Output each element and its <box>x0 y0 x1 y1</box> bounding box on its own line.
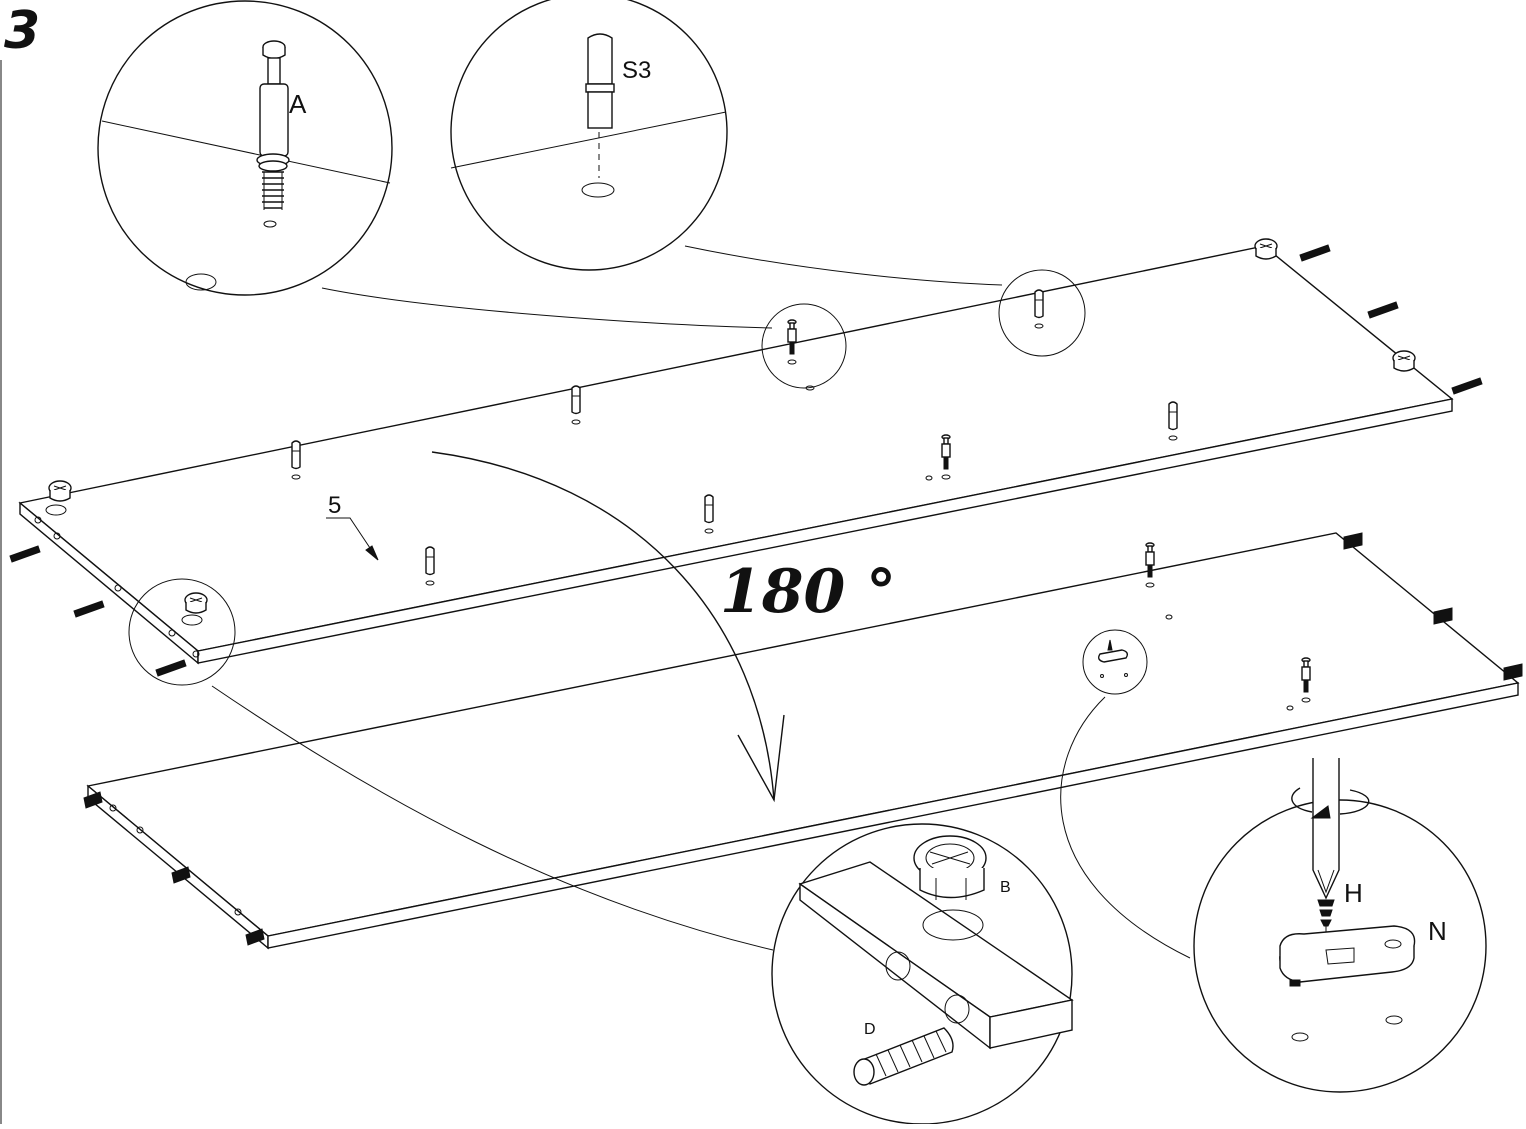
detail-ring-cam-bolt <box>761 303 847 389</box>
leader-cam-lock <box>211 685 774 951</box>
label-b: B <box>1000 879 1011 896</box>
leader-cam-bolt <box>321 287 773 329</box>
label-h: H <box>1344 878 1363 908</box>
step-number: 3 <box>4 1 40 61</box>
detail-ring-shelf-pin <box>998 269 1086 357</box>
leader-shelf-pin <box>684 245 1003 286</box>
panel-leader-arrow <box>365 545 379 561</box>
bracket-small <box>1097 639 1129 678</box>
panel-number-label: 5 <box>328 492 341 519</box>
callout-shelf-pin: S3 <box>450 0 728 271</box>
label-a: A <box>289 89 307 119</box>
leader-bracket <box>1060 696 1191 959</box>
rotation-arrow <box>431 451 785 803</box>
detail-ring-bracket <box>1082 629 1148 695</box>
label-n: N <box>1428 916 1447 946</box>
callout-cam-bolt: A <box>97 0 393 296</box>
callout-cam-lock: B D <box>771 823 1074 1125</box>
panel-5 <box>9 238 1483 677</box>
callout-bracket: H N <box>1193 758 1487 1093</box>
rotation-label: 180 ° <box>720 557 896 627</box>
detail-ring-cam-lock <box>128 578 236 686</box>
label-s3: S3 <box>622 57 651 84</box>
lower-panel <box>83 532 1523 950</box>
panel-leader <box>326 517 375 555</box>
label-d: D <box>864 1021 876 1038</box>
